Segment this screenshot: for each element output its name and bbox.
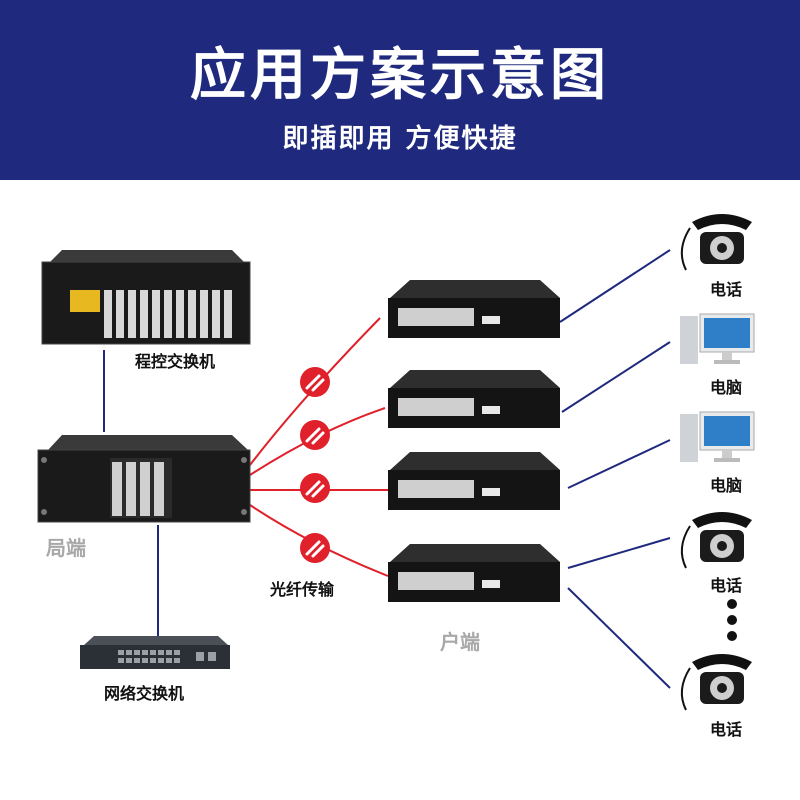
link-lines — [103, 249, 671, 689]
pbx-device — [41, 250, 251, 345]
remote-converter — [388, 370, 560, 428]
page-title: 应用方案示意图 — [190, 43, 610, 108]
fiber-icon — [300, 473, 330, 503]
network-switch-label: 网络交换机 — [104, 684, 185, 703]
header-banner: 应用方案示意图 即插即用 方便快捷 — [0, 0, 800, 180]
endpoint-label: 电脑 — [710, 476, 743, 495]
endpoint-label: 电话 — [710, 720, 743, 739]
endpoint-line-4 — [567, 537, 671, 569]
remote-label: 户端 — [440, 630, 480, 654]
endpoint-line-5 — [567, 587, 671, 689]
telephone-icon — [680, 512, 752, 569]
diagram-canvas — [37, 214, 755, 711]
remote-converter — [388, 280, 560, 338]
telephone-icon — [680, 654, 752, 711]
fiber-label: 光纤传输 — [270, 580, 335, 599]
network-switch-device — [80, 636, 230, 669]
pbx-label: 程控交换机 — [135, 352, 216, 371]
endpoint-line-3 — [567, 439, 671, 489]
fiber-icon — [300, 420, 330, 450]
page-subtitle: 即插即用 方便快捷 — [282, 124, 518, 154]
fiber-line-1 — [249, 317, 381, 466]
fiber-markers — [300, 367, 330, 563]
endpoint-line-1 — [559, 249, 671, 323]
endpoint-label: 电脑 — [710, 378, 743, 397]
central-chassis — [37, 435, 251, 523]
remote-converter — [388, 544, 560, 602]
endpoint-line-2 — [561, 341, 671, 413]
endpoint-label: 电话 — [710, 576, 743, 595]
fiber-icon — [300, 533, 330, 563]
remote-converter — [388, 452, 560, 510]
fiber-icon — [300, 367, 330, 397]
ellipsis-dots — [727, 599, 737, 641]
computer-icon — [680, 313, 755, 364]
computer-icon — [680, 411, 755, 462]
telephone-icon — [680, 214, 752, 271]
endpoint-label: 电话 — [710, 280, 743, 299]
central-label: 局端 — [46, 536, 86, 560]
